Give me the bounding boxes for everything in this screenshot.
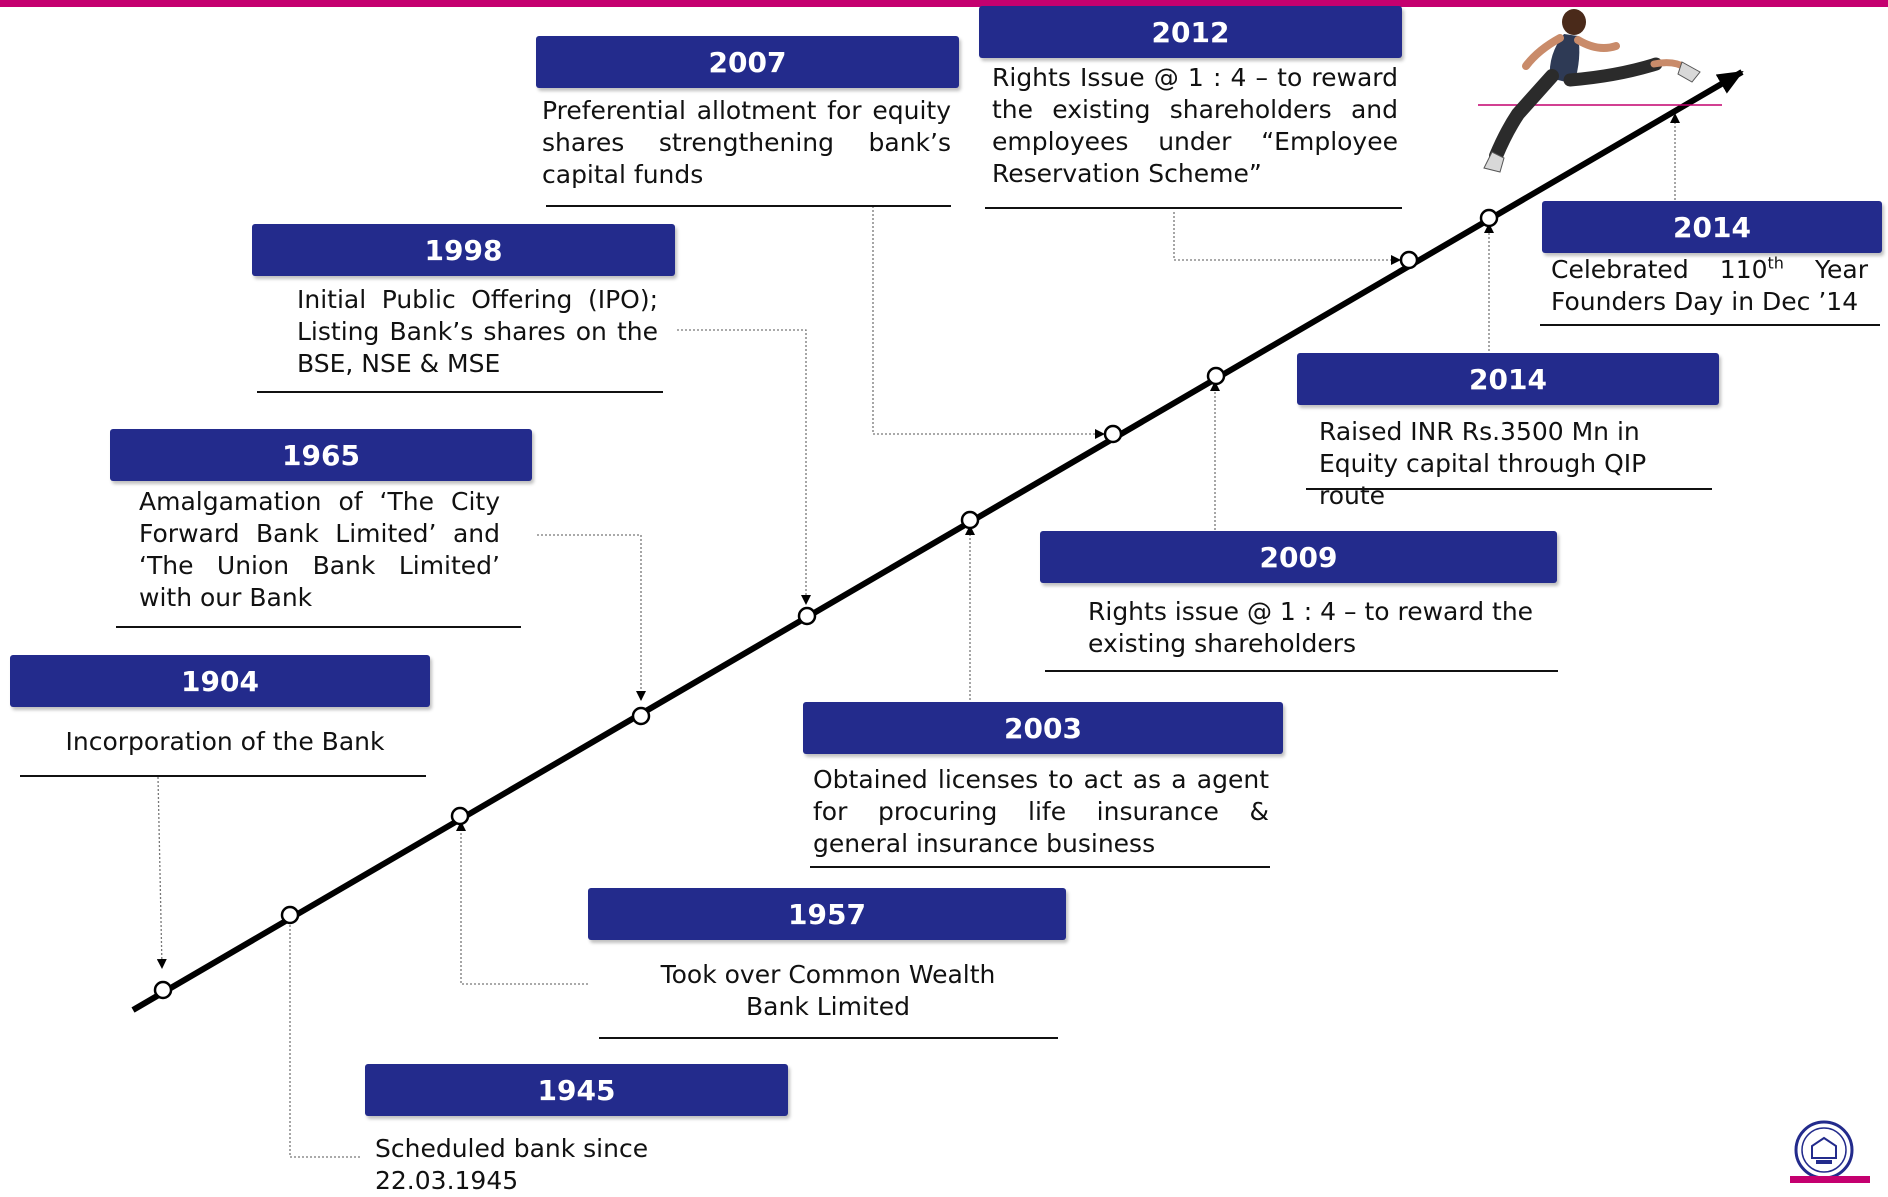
milestone-1998-text: Initial Public Offering (IPO); Listing B… [297, 285, 658, 378]
milestone-1904-text: Incorporation of the Bank [65, 727, 385, 756]
milestone-2012-header: 2012 [979, 6, 1402, 58]
timeline-node [1479, 208, 1499, 228]
top-accent-bar [0, 0, 1888, 7]
timeline-node [153, 980, 173, 1000]
milestone-2014-qip-rule [1306, 488, 1712, 490]
milestone-1957-header: 1957 [588, 888, 1066, 940]
connector-1965 [537, 534, 646, 701]
milestone-1998-rule [257, 391, 663, 393]
milestone-2009-text: Rights issue @ 1 : 4 – to reward the exi… [1088, 597, 1534, 658]
milestone-2014-qip-header: 2014 [1297, 353, 1719, 405]
connector-1998 [677, 329, 811, 605]
milestone-2007-rule [546, 205, 951, 207]
connector-1957 [456, 821, 588, 985]
hurdler-image [1478, 9, 1722, 173]
timeline-node [631, 706, 651, 726]
milestone-1957-rule [599, 1037, 1058, 1039]
connector-2012 [1173, 212, 1401, 265]
milestone-2014-founders-header: 2014 [1542, 201, 1882, 253]
milestone-2014-qip-text: Raised INR Rs.3500 Mn in Equity capital … [1319, 417, 1647, 510]
milestone-2009-header: 2009 [1040, 531, 1557, 583]
milestone-1904-rule [20, 775, 426, 777]
timeline-node [797, 606, 817, 626]
milestone-2014-founders-rule [1540, 324, 1880, 326]
connector-1904 [156, 776, 167, 969]
milestone-2014-founders-text: Celebrated 110th Year Founders Day in De… [1551, 253, 1868, 316]
milestone-2012-text: Rights Issue @ 1 : 4 – to reward the exi… [992, 63, 1398, 188]
bank-logo-icon [1790, 1120, 1870, 1183]
connector-1945 [285, 909, 360, 1158]
milestone-2007-text: Preferential allotment for equity shares… [542, 96, 951, 189]
milestone-1965-rule [116, 626, 521, 628]
milestone-1957-text: Took over Common Wealth Bank Limited [660, 960, 996, 1021]
milestone-2007-header: 2007 [536, 36, 959, 88]
milestone-2003-rule [810, 866, 1270, 868]
timeline-node [1399, 250, 1419, 270]
timeline-node [1103, 424, 1123, 444]
milestone-2012-rule [985, 207, 1402, 209]
timeline-node [450, 806, 470, 826]
milestone-2009-rule [1045, 670, 1558, 672]
timeline-node [960, 510, 980, 530]
connector-2007 [872, 206, 1105, 439]
milestone-1965-text: Amalgamation of ‘The City Forward Bank L… [139, 487, 500, 612]
milestone-1904-header: 1904 [10, 655, 430, 707]
milestone-2003-header: 2003 [803, 702, 1283, 754]
timeline-line [131, 69, 1744, 1013]
timeline-node [280, 905, 300, 925]
milestone-1998-header: 1998 [252, 224, 675, 276]
milestone-2003-text: Obtained licenses to act as a agent for … [813, 765, 1269, 858]
timeline-node [1206, 366, 1226, 386]
milestone-1965-header: 1965 [110, 429, 532, 481]
milestone-1945-header: 1945 [365, 1064, 788, 1116]
milestone-1945-text: Scheduled bank since 22.03.1945 [375, 1134, 649, 1195]
